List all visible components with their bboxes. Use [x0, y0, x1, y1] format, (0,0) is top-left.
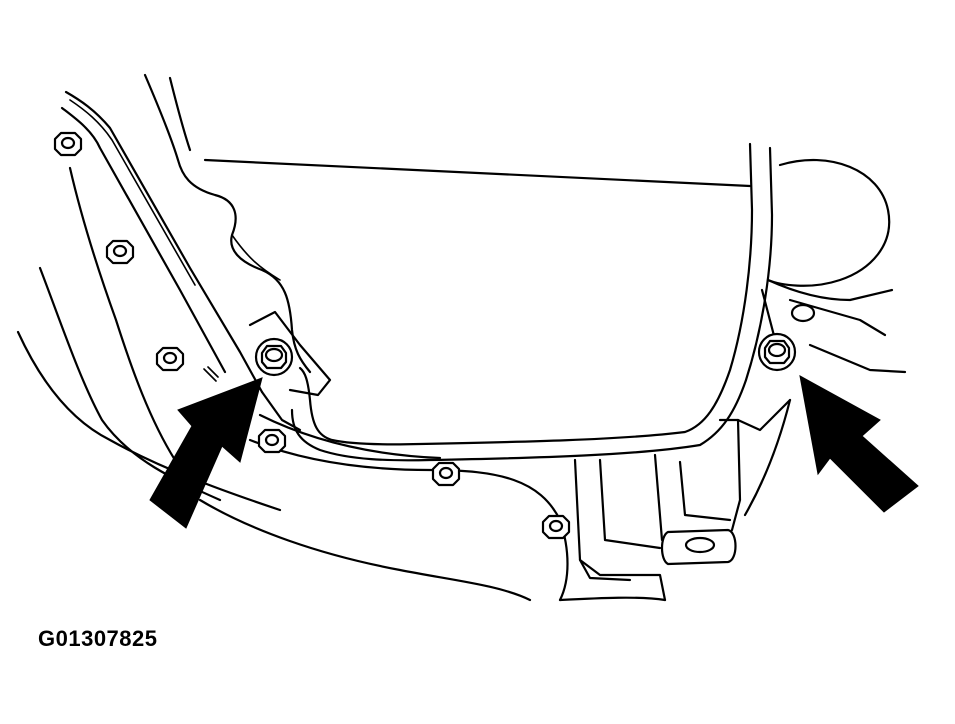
right-housing	[760, 158, 907, 374]
bolt-icon	[155, 346, 185, 372]
left-engine-side	[16, 90, 532, 602]
right-target-bolt	[757, 332, 797, 372]
lower-bracket	[248, 398, 792, 602]
bolt-icon	[431, 461, 461, 487]
right-arrow-icon	[799, 375, 919, 513]
figure-id-label: G01307825	[38, 626, 158, 651]
bolt-icon	[53, 131, 83, 157]
bolt-icon	[203, 366, 219, 382]
bolt-icon	[790, 303, 816, 323]
bolt-icon	[105, 239, 135, 265]
oil-pan	[143, 73, 774, 462]
left-bracket	[248, 310, 332, 432]
perimeter-bolts	[53, 131, 816, 540]
bolt-icon	[257, 428, 287, 454]
bolt-icon	[541, 514, 571, 540]
left-target-bolt	[254, 337, 294, 377]
left-arrow-icon	[149, 377, 263, 529]
